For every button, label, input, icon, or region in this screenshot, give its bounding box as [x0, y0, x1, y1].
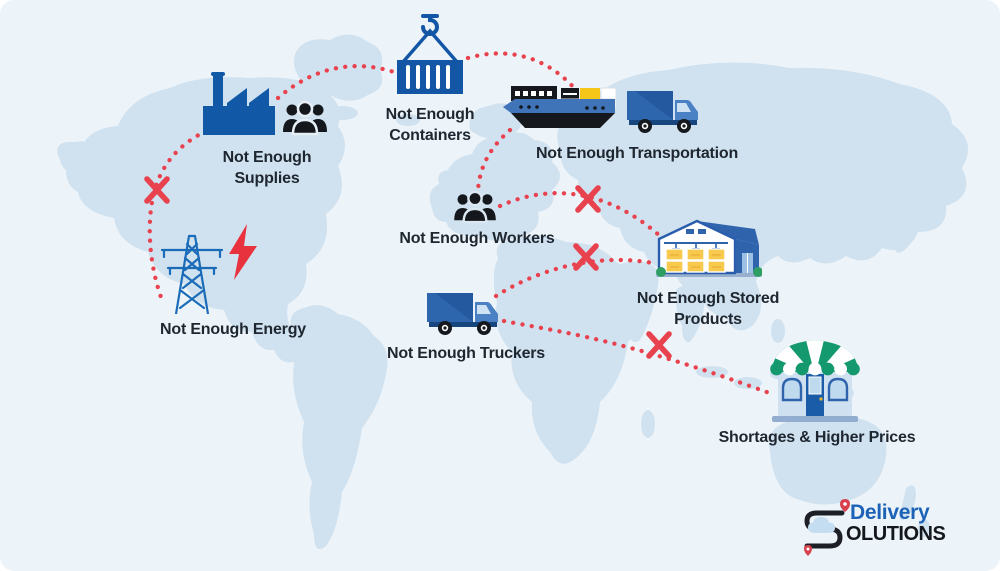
cloud-icon	[808, 517, 835, 533]
workers-label: Not Enough Workers	[399, 230, 555, 247]
truckers-label: Not Enough Truckers	[387, 345, 545, 362]
blocked-x-icon	[646, 331, 672, 359]
route-truckers-warehouse	[493, 257, 661, 299]
map-pin-icon	[840, 499, 850, 512]
logo-solutions-text: OLUTIONS	[846, 523, 946, 545]
factory-icon	[203, 72, 275, 135]
route-workers-warehouse	[497, 191, 663, 239]
people-icon	[283, 100, 327, 136]
brand-logo: Delivery OLUTIONS	[800, 497, 950, 559]
people-icon	[454, 190, 496, 224]
transportation-label: Not Enough Transportation	[535, 145, 739, 162]
lightning-bolt-icon	[229, 224, 257, 280]
supplies-label: Not Enough Supplies	[222, 149, 312, 187]
cargo-ship-icon	[503, 86, 617, 128]
map-pin-icon	[804, 545, 812, 556]
blocked-x-icon	[575, 185, 601, 213]
storefront-icon	[770, 340, 860, 422]
blocked-x-icon	[573, 243, 599, 271]
truck-icon	[627, 91, 698, 133]
energy-label: Not Enough Energy	[160, 321, 306, 338]
shortages-label: Shortages & Higher Prices	[718, 429, 916, 446]
truck-icon	[427, 293, 498, 335]
blocked-x-icon	[144, 176, 170, 204]
route-supplies-containers	[275, 64, 397, 101]
logo-route-s-icon	[804, 499, 850, 556]
containers-label: Not Enough Containers	[385, 106, 475, 144]
logo-delivery-text: Delivery	[850, 501, 930, 524]
stored-products-label: Not Enough Stored Products	[636, 290, 780, 328]
power-pylon-icon	[160, 234, 224, 314]
warehouse-icon	[656, 219, 762, 277]
container-icon	[397, 14, 463, 94]
route-containers-transportation	[465, 51, 579, 93]
